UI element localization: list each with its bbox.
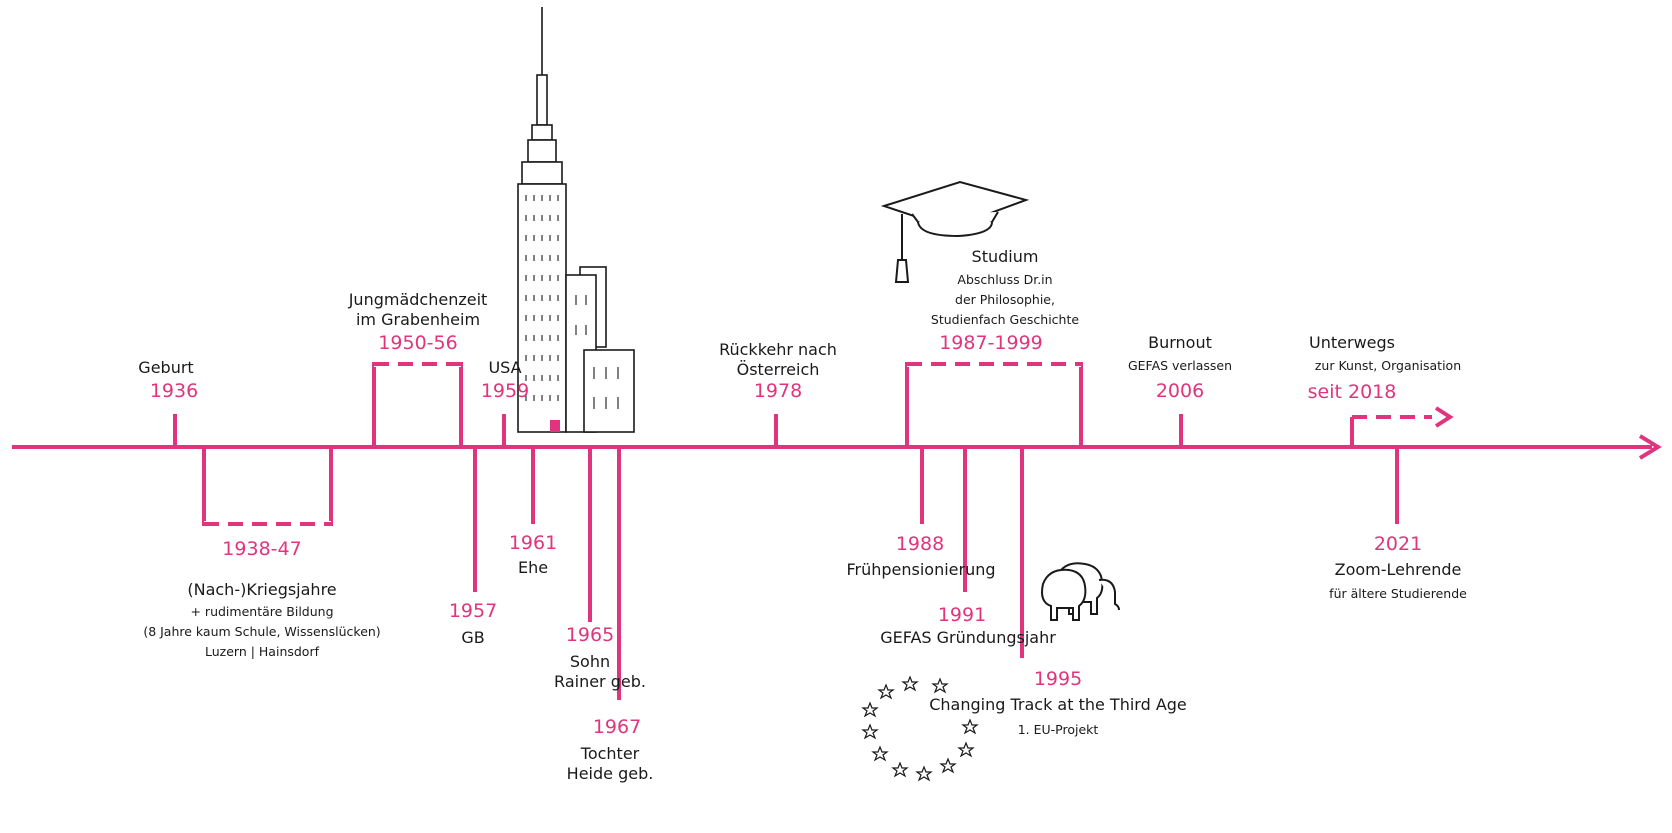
bracket-1950-56 <box>372 362 463 447</box>
arrow-2018-head <box>1434 406 1454 428</box>
label-geburt-title: Geburt <box>138 358 194 377</box>
label-ehe-year: 1961 <box>508 532 558 554</box>
label-kriegsjahre-note3: Luzern | Hainsdorf <box>204 644 320 659</box>
label-unterwegs-title: Unterwegs <box>1309 333 1395 352</box>
label-sohn-year: 1965 <box>565 624 615 646</box>
label-sohn-title2: Rainer geb. <box>554 672 646 691</box>
label-geburt-year: 1936 <box>149 380 199 402</box>
label-gb-year: 1957 <box>448 600 498 622</box>
label-burnout-title: Burnout <box>1148 333 1212 352</box>
label-kriegsjahre-title: (Nach-)Kriegsjahre <box>187 580 337 599</box>
eu-stars-icon <box>861 675 979 782</box>
label-usa-title: USA <box>488 358 522 377</box>
label-kriegsjahre-note1: + rudimentäre Bildung <box>190 604 334 619</box>
label-gb-title: GB <box>461 628 485 647</box>
skyscraper-icon <box>517 7 635 433</box>
label-zoom-note: für ältere Studierende <box>1329 586 1467 601</box>
label-tochter-year: 1967 <box>592 716 642 738</box>
bracket-1938-47 <box>202 447 333 526</box>
label-zoom-year: 2021 <box>1373 533 1423 555</box>
label-tochter-title1: Tochter <box>580 744 640 763</box>
elephant-icon <box>1041 562 1120 621</box>
label-burnout-note: GEFAS verlassen <box>1127 358 1233 373</box>
label-unterwegs-note: zur Kunst, Organisation <box>1314 358 1462 373</box>
graduation-cap-icon <box>880 180 1030 283</box>
label-usa-year: 1959 <box>480 380 530 402</box>
label-studium-year: 1987-1999 <box>939 332 1043 354</box>
label-ehe-title: Ehe <box>517 558 549 577</box>
label-kriegsjahre-note2: (8 Jahre kaum Schule, Wissenslücken) <box>143 624 381 639</box>
label-gefas-title: GEFAS Gründungsjahr <box>880 628 1056 647</box>
label-jungmaedchen-title2: im Grabenheim <box>355 310 481 329</box>
label-burnout-year: 2006 <box>1155 380 1205 402</box>
label-rueckkehr-title2: Österreich <box>736 360 820 379</box>
bracket-1987-1999 <box>905 362 1083 447</box>
label-changing-title: Changing Track at the Third Age <box>929 695 1187 714</box>
label-gefas-year: 1991 <box>937 604 987 626</box>
label-changing-note: 1. EU-Projekt <box>1017 722 1099 737</box>
label-studium-note3: Studienfach Geschichte <box>930 312 1080 327</box>
label-jungmaedchen-title1: Jungmädchenzeit <box>348 290 488 309</box>
label-sohn-title1: Sohn <box>569 652 611 671</box>
label-studium-note2: der Philosophie, <box>955 292 1055 307</box>
label-kriegsjahre-year: 1938-47 <box>222 538 302 560</box>
label-fruehpension-title: Frühpensionierung <box>846 560 996 579</box>
label-rueckkehr-year: 1978 <box>753 380 803 402</box>
label-rueckkehr-title1: Rückkehr nach <box>719 340 837 359</box>
label-changing-year: 1995 <box>1033 668 1083 690</box>
label-studium-title: Studium <box>971 247 1039 266</box>
label-studium-note1: Abschluss Dr.in <box>957 272 1053 287</box>
label-zoom-title: Zoom-Lehrende <box>1334 560 1462 579</box>
label-tochter-title2: Heide geb. <box>566 764 654 783</box>
label-fruehpension-year: 1988 <box>895 533 945 555</box>
main-axis-arrowhead <box>1638 434 1662 460</box>
label-unterwegs-year: seit 2018 <box>1307 381 1397 403</box>
label-jungmaedchen-year: 1950-56 <box>378 332 458 354</box>
